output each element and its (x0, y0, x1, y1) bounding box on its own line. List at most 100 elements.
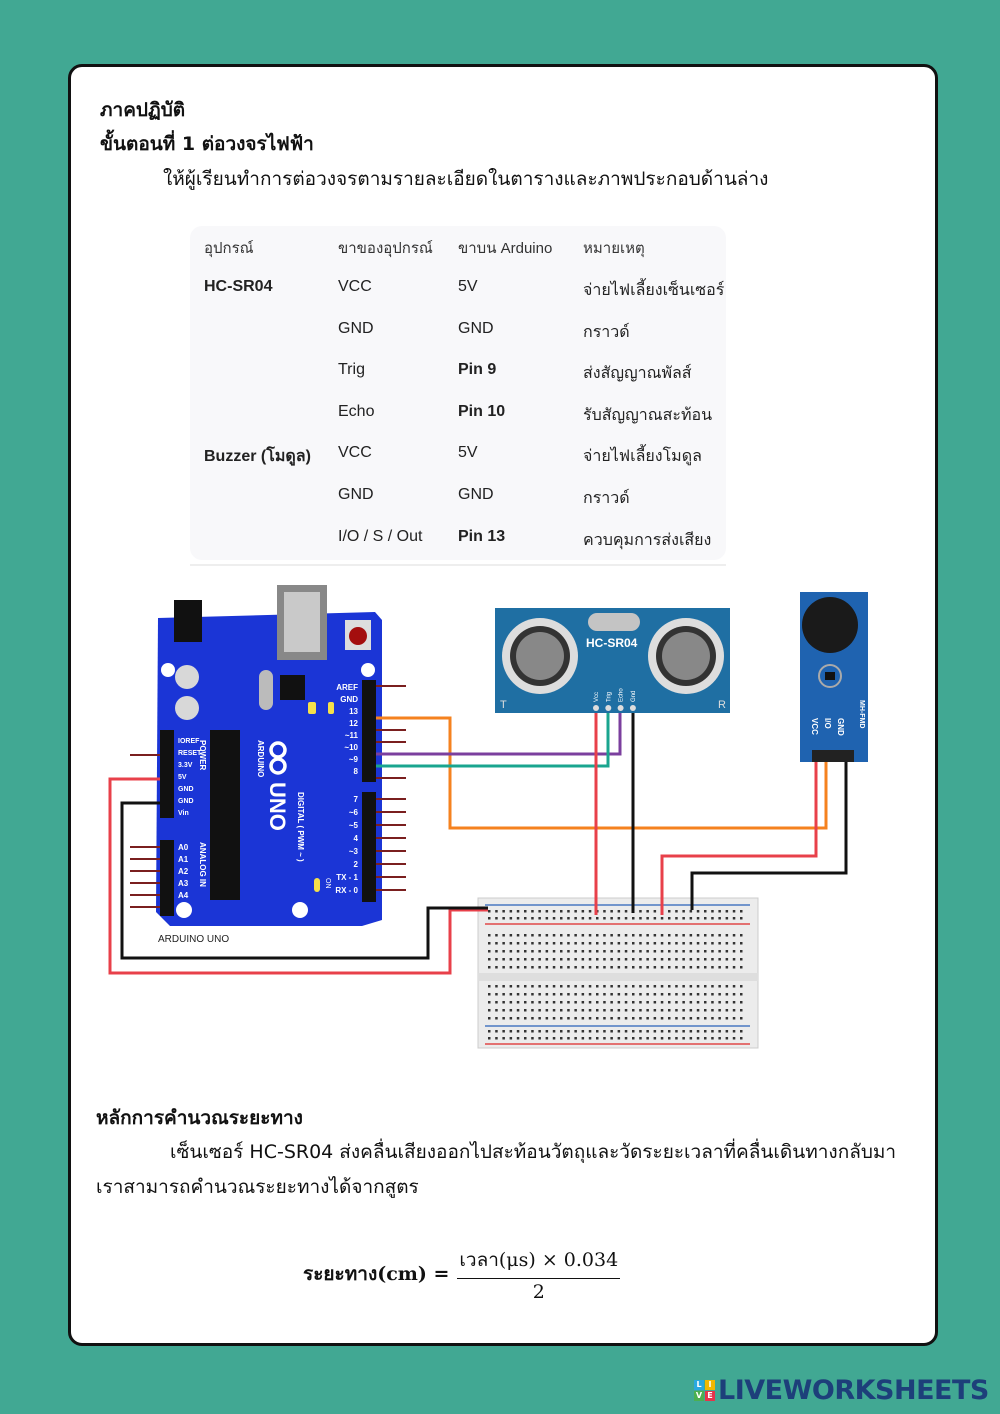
step-title: ขั้นตอนที่ 1 ต่อวงจรไฟฟ้า (100, 133, 314, 155)
breadboard-hole (718, 1037, 721, 1040)
breadboard-hole (567, 1009, 570, 1012)
breadboard-hole (596, 985, 599, 988)
breadboard-hole (682, 942, 685, 945)
breadboard-hole (552, 917, 556, 920)
breadboard-hole (617, 1030, 621, 1033)
breadboard-hole (538, 950, 541, 953)
sensor-pin-label: Trig (606, 692, 612, 702)
breadboard-hole (509, 910, 513, 913)
breadboard-hole (689, 950, 693, 953)
breadboard-hole (660, 985, 664, 988)
breadboard-hole (732, 985, 736, 988)
breadboard-hole (603, 1009, 606, 1012)
breadboard-hole (617, 1037, 621, 1040)
breadboard-hole (675, 942, 678, 945)
breadboard-hole (624, 985, 628, 988)
circuit-diagram: ARDUINO UNO DIGITAL ( PWM ~ ) POWER ANAL… (108, 585, 868, 1049)
breadboard-hole (603, 917, 606, 920)
breadboard-hole (603, 942, 606, 945)
breadboard-hole (610, 1017, 613, 1020)
principle-text-2: เราสามารถคำนวณระยะทางได้จากสูตร (96, 1176, 419, 1198)
breadboard-hole (624, 993, 628, 996)
breadboard-hole (653, 958, 657, 961)
breadboard-hole (560, 950, 563, 953)
breadboard-hole (660, 942, 664, 945)
breadboard-hole (653, 1030, 657, 1033)
breadboard-hole (574, 1037, 577, 1040)
breadboard-hole (588, 993, 592, 996)
arduino-pin-label: GND (178, 786, 194, 793)
breadboard-hole (740, 1001, 743, 1004)
breadboard-hole (740, 934, 743, 937)
breadboard-hole (603, 1030, 606, 1033)
breadboard-hole (668, 934, 671, 937)
breadboard-hole (725, 966, 729, 969)
breadboard-hole (538, 966, 541, 969)
breadboard-hole (488, 985, 491, 988)
capacitor (175, 665, 199, 689)
breadboard-hole (668, 985, 671, 988)
breadboard-hole (718, 942, 721, 945)
breadboard-hole (725, 1001, 729, 1004)
breadboard-hole (646, 1001, 649, 1004)
usb-port-inner (284, 592, 320, 652)
buzzer-icon (802, 597, 858, 653)
breadboard-hole (495, 1009, 498, 1012)
breadboard-hole (675, 910, 678, 913)
breadboard-hole (704, 1009, 707, 1012)
breadboard-hole (711, 1030, 714, 1033)
breadboard-hole (588, 985, 592, 988)
breadboard-hole (545, 985, 549, 988)
breadboard-hole (639, 966, 642, 969)
breadboard-hole (495, 942, 498, 945)
breadboard-hole (603, 958, 606, 961)
breadboard-hole (596, 993, 599, 996)
sensor-r-label: R (718, 699, 726, 711)
breadboard-hole (660, 917, 664, 920)
breadboard-hole (740, 958, 743, 961)
analog-header (160, 840, 174, 916)
breadboard-hole (502, 942, 505, 945)
breadboard-hole (696, 910, 700, 913)
breadboard-hole (524, 917, 527, 920)
breadboard-hole (660, 1009, 664, 1012)
arduino-pin-label: 13 (349, 707, 358, 716)
breadboard-hole (696, 917, 700, 920)
breadboard-hole (581, 1009, 585, 1012)
breadboard-hole (552, 966, 556, 969)
breadboard-hole (552, 993, 556, 996)
breadboard-hole (524, 1037, 527, 1040)
breadboard-hole (502, 1017, 505, 1020)
breadboard-hole (624, 1017, 628, 1020)
breadboard-hole (552, 934, 556, 937)
formula-fraction: เวลา(μs) × 0.034 2 (457, 1245, 621, 1303)
arduino-pin-label: A4 (178, 891, 189, 900)
wire-buzzer-vcc (660, 762, 818, 915)
breadboard-hole (682, 934, 685, 937)
breadboard-hole (675, 1009, 678, 1012)
breadboard-hole (567, 1001, 570, 1004)
breadboard-hole (682, 985, 685, 988)
breadboard-hole (732, 1037, 736, 1040)
infinity-logo-icon (269, 741, 287, 775)
breadboard-hole (516, 966, 520, 969)
breadboard-hole (718, 1001, 721, 1004)
breadboard-hole (668, 958, 671, 961)
arduino-pin-label: GND (340, 695, 358, 704)
breadboard-hole (624, 966, 628, 969)
breadboard-hole (538, 1001, 541, 1004)
breadboard-hole (495, 1017, 498, 1020)
breadboard-hole (531, 950, 534, 953)
breadboard-hole (567, 950, 570, 953)
uno-logo-text: UNO (265, 782, 290, 831)
breadboard-hole (675, 1037, 678, 1040)
header-arduino-pin: ขาบน Arduino (458, 240, 553, 257)
breadboard-hole (545, 1017, 549, 1020)
cell-arduino-pin: Pin 10 (458, 402, 506, 420)
breadboard-hole (509, 958, 513, 961)
